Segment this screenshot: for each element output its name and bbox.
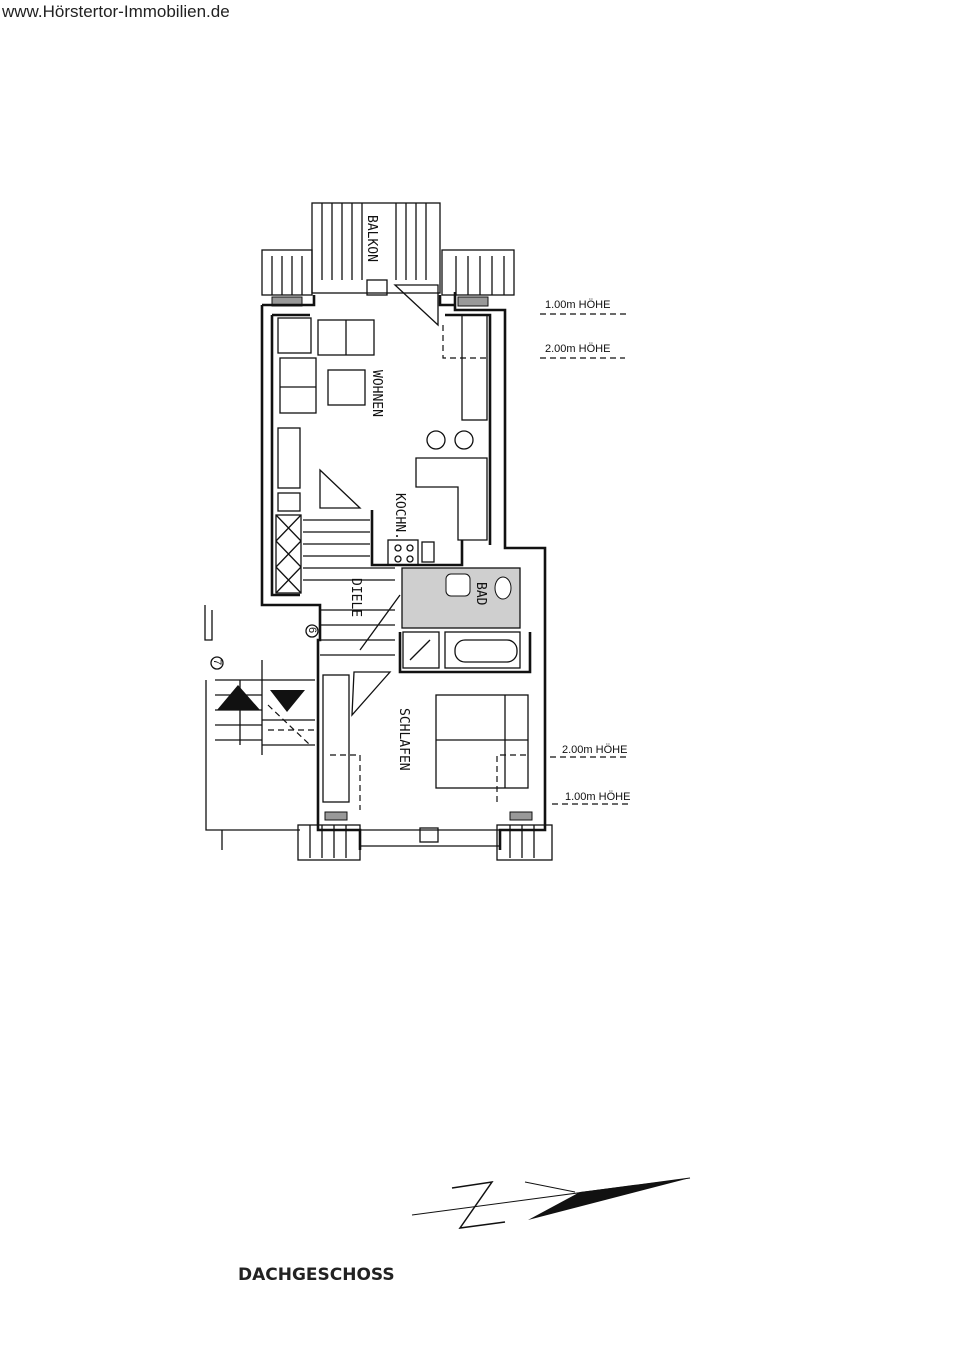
- staircase: 6 7: [204, 605, 319, 850]
- bathroom: BAD: [401, 567, 521, 669]
- watermark-text: www.Hörstertor-Immobilien.de: [2, 2, 230, 21]
- north-arrow-icon: [411, 1177, 691, 1229]
- height-label-top-1: 1.00m HÖHE: [545, 299, 610, 311]
- height-label-top-2: 2.00m HÖHE: [545, 343, 610, 355]
- floor-title: DACHGESCHOSS: [238, 1265, 395, 1285]
- stair-number-7: 7: [211, 659, 223, 665]
- hallway: DIELE: [275, 468, 401, 656]
- height-label-bottom-2: 2.00m HÖHE: [562, 744, 627, 756]
- height-markers: 1.00m HÖHE 2.00m HÖHE 2.00m HÖHE 1.00m H…: [540, 299, 630, 805]
- living-furniture: WOHNEN KOCHN.: [277, 284, 490, 541]
- room-label-wohnen: WOHNEN: [369, 370, 384, 417]
- room-label-diele: DIELE: [348, 578, 363, 617]
- bedroom: SCHLAFEN: [297, 632, 553, 861]
- balcony: BALKON: [261, 202, 515, 307]
- room-label-schlafen: SCHLAFEN: [396, 708, 411, 771]
- height-label-bottom-1: 1.00m HÖHE: [565, 791, 630, 803]
- room-label-bad: BAD: [473, 582, 488, 606]
- room-label-kochn: KOCHN.: [392, 493, 407, 540]
- room-label-balkon: BALKON: [364, 215, 379, 262]
- stair-number-6: 6: [306, 627, 318, 633]
